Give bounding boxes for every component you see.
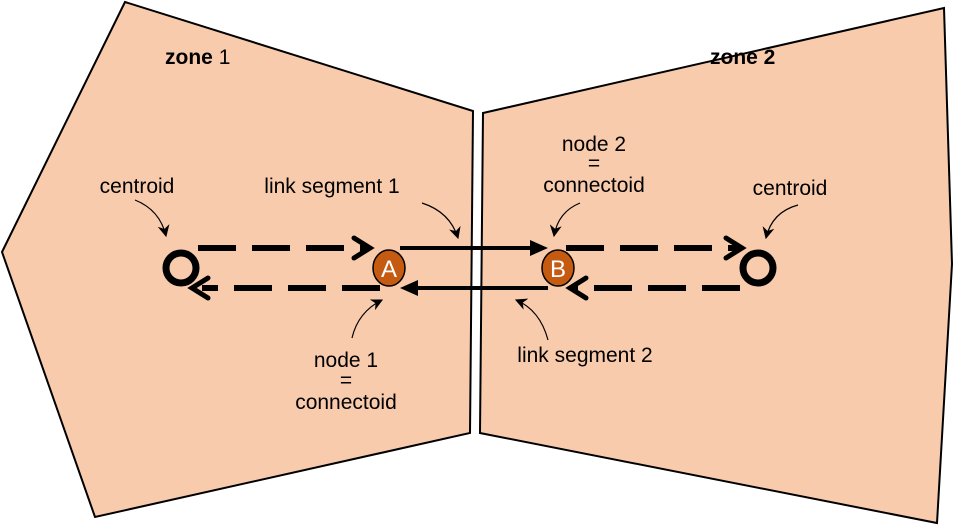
link-segment-1-label: link segment 1 xyxy=(264,175,399,198)
pointer-arrow xyxy=(514,298,549,341)
link-segment-2-label: link segment 2 xyxy=(517,344,652,367)
node-b-label: B xyxy=(550,256,566,283)
node-a: A xyxy=(372,249,406,287)
pointer-arrow xyxy=(762,204,799,240)
centroid-right xyxy=(739,249,777,287)
pointer-arrow xyxy=(421,202,461,240)
node-2-label-line1: node 2 xyxy=(562,133,626,156)
pointer-arrow xyxy=(351,299,384,339)
zone-2-polygon xyxy=(478,6,954,525)
zone-1-polygon xyxy=(0,0,475,519)
zone-2-label: zone 2 xyxy=(710,46,775,69)
node-1-label-line2: connectoid xyxy=(295,391,397,414)
arrowhead xyxy=(187,275,211,301)
node-2-label-line2: connectoid xyxy=(543,174,645,197)
arrowhead xyxy=(565,275,589,301)
pointer-arrow xyxy=(549,202,581,238)
centroid-left xyxy=(162,249,200,287)
zone-1-label: zone 1 xyxy=(165,46,230,69)
arrowhead xyxy=(351,235,375,261)
node-1-label-eq: = xyxy=(340,369,352,392)
node-b: B xyxy=(541,249,575,287)
arrowhead xyxy=(400,280,418,296)
centroid-left-label: centroid xyxy=(100,175,175,198)
node-1-label-line1: node 1 xyxy=(314,349,378,372)
arrowhead xyxy=(723,235,747,261)
node-2-label-eq: = xyxy=(588,152,600,175)
centroid-right-label: centroid xyxy=(753,177,828,200)
pointer-arrow xyxy=(134,199,170,238)
node-a-label: A xyxy=(381,256,397,283)
arrowhead xyxy=(530,240,548,256)
